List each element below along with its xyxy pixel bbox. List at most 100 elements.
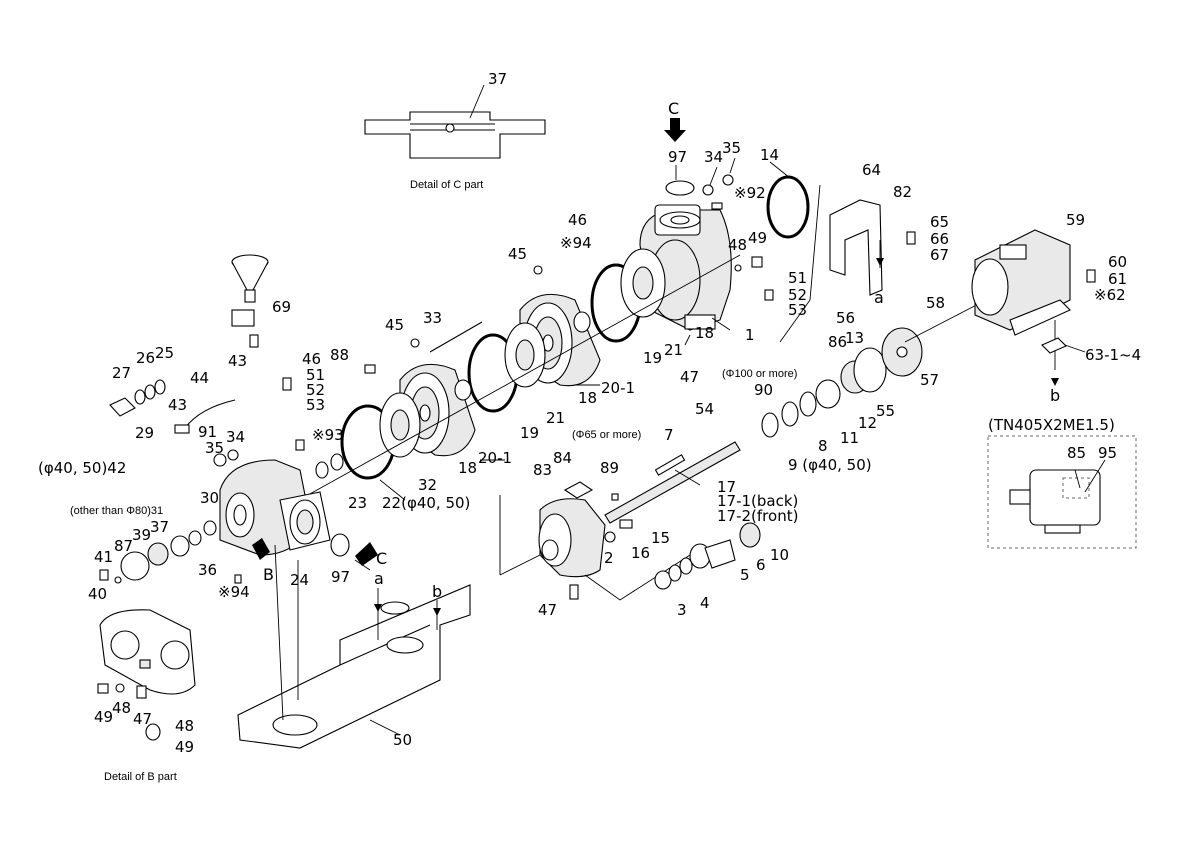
label-24: 24 (290, 571, 309, 589)
arrow-c-top-label: C (668, 99, 679, 118)
label-45-top: 45 (508, 245, 527, 263)
detail-b-caption: Detail of B part (104, 771, 177, 783)
seal-parts-3-6 (654, 522, 761, 590)
label-91: 91 (198, 423, 217, 441)
marker-a-arrow (374, 604, 382, 612)
model-detail-motor (1009, 469, 1101, 534)
impeller-lower (379, 322, 546, 458)
label-48-b2: 48 (175, 717, 194, 735)
coupling-guard-64 (829, 199, 883, 296)
label-18-c: 18 (458, 459, 477, 477)
frame-diagonal (289, 254, 741, 506)
label-37: 37 (488, 70, 507, 88)
model-detail-box (987, 435, 1137, 549)
part-83 (563, 481, 594, 499)
label-51-top: 51 (788, 269, 807, 287)
cover-27 (109, 379, 166, 417)
label-97-side: 97 (331, 568, 350, 586)
frame-bottom-left-2 (499, 554, 541, 576)
label-65: 65 (930, 213, 949, 231)
label-37-mid: 37 (150, 518, 169, 536)
bolt-47 (569, 584, 579, 600)
label-52-top: 52 (788, 286, 807, 304)
label-3: 3 (677, 601, 687, 619)
label-12: 12 (858, 414, 877, 432)
label-55: 55 (876, 402, 895, 420)
sleeve-19-a (573, 311, 591, 333)
label-94-mid: ※94 (218, 583, 250, 601)
label-48-b1: 48 (112, 699, 131, 717)
label-8: 8 (818, 437, 828, 455)
label-57: 57 (920, 371, 939, 389)
label-46-mid: 46 (302, 350, 321, 368)
label-48-top: 48 (728, 236, 747, 254)
label-93: ※93 (312, 426, 344, 444)
label-86: 86 (828, 333, 847, 351)
leader-lines (354, 157, 1106, 736)
label-35-mid: 35 (205, 439, 224, 457)
label-35-top: 35 (722, 139, 741, 157)
label-32: 32 (418, 476, 437, 494)
label-53-top: 53 (788, 301, 807, 319)
base-50 (237, 584, 471, 749)
detail-c-drawing (364, 84, 546, 159)
label-2: 2 (604, 549, 614, 567)
label-19-b: 19 (520, 424, 539, 442)
impeller-upper (620, 248, 666, 318)
label-56: 56 (836, 309, 855, 327)
label-17: 17 (717, 478, 736, 496)
label-15: 15 (651, 529, 670, 547)
label-18-b: 18 (578, 389, 597, 407)
label-29: 29 (135, 424, 154, 442)
motor-59 (971, 229, 1071, 336)
small-hardware (99, 174, 1096, 584)
tie-bolt-33 (429, 321, 483, 353)
frame-bottom (584, 554, 691, 601)
label-82: 82 (893, 183, 912, 201)
label-45-mid: 45 (385, 316, 404, 334)
arrow-c-side (355, 542, 378, 566)
label-17-back: 17-1(back) (717, 492, 798, 510)
marker-a2-label: a (874, 288, 884, 307)
label-18-a: 18 (695, 324, 714, 342)
label-53-mid: 53 (306, 396, 325, 414)
label-90: 90 (754, 381, 773, 399)
bearing-housing-2 (538, 498, 606, 578)
label-64: 64 (862, 161, 881, 179)
part-23-b (330, 453, 344, 471)
label-66: 66 (930, 230, 949, 248)
funnel-69 (231, 254, 269, 327)
arrow-c-top (664, 118, 686, 142)
label-42: (φ40, 50)42 (38, 459, 126, 477)
label-49-b1: 49 (94, 708, 113, 726)
label-54: 54 (695, 400, 714, 418)
detail-c-caption: Detail of C part (410, 179, 483, 191)
label-36: 36 (198, 561, 217, 579)
label-62: ※62 (1094, 286, 1126, 304)
pump-casing (639, 204, 732, 331)
label-11: 11 (840, 429, 859, 447)
bearing-parts-left (120, 520, 217, 581)
coupling-55-57 (853, 327, 923, 393)
label-83: 83 (533, 461, 552, 479)
label-92: ※92 (734, 184, 766, 202)
arrow-c-side-label: C (376, 549, 387, 568)
label-60: 60 (1108, 253, 1127, 271)
label-6: 6 (756, 556, 766, 574)
label-46-top: 46 (568, 211, 587, 229)
label-34-mid: 34 (226, 428, 245, 446)
label-30: 30 (200, 489, 219, 507)
label-50: 50 (393, 731, 412, 749)
detail-b-drawing (97, 609, 196, 741)
suction-cover (219, 459, 331, 556)
caption-other-than-80: (other than Φ80)31 (70, 505, 163, 517)
label-17-front: 17-2(front) (717, 507, 798, 525)
label-88: 88 (330, 346, 349, 364)
fitting-43 (174, 424, 190, 434)
label-23: 23 (348, 494, 367, 512)
label-34-top: 34 (704, 148, 723, 166)
label-49-top: 49 (748, 229, 767, 247)
label-19-a: 19 (643, 349, 662, 367)
key-17 (654, 454, 686, 476)
